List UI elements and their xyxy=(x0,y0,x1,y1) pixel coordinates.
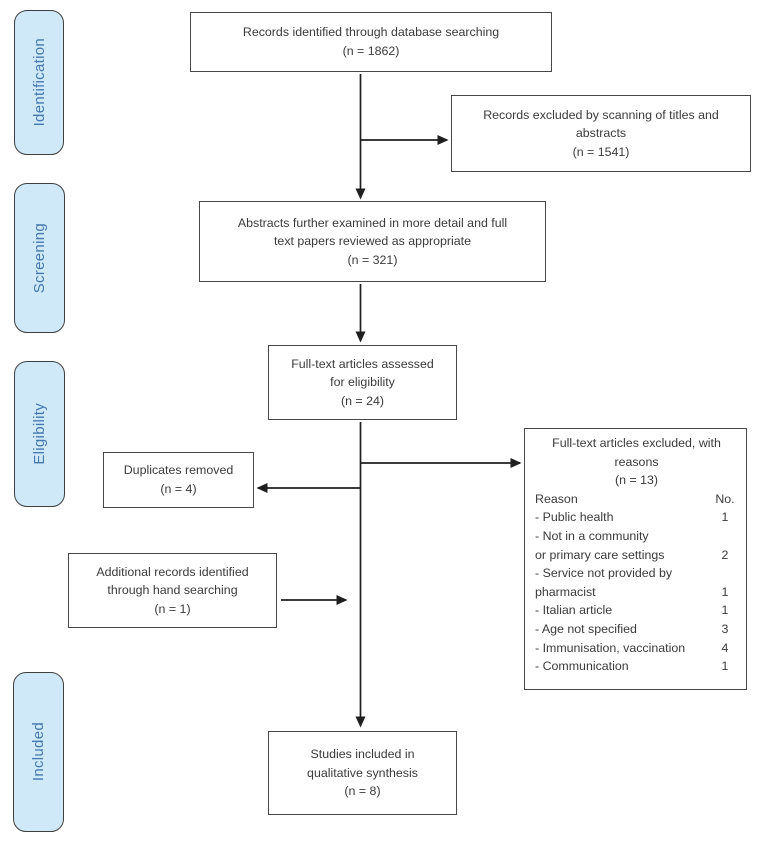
reason-header-value: No. xyxy=(715,491,735,506)
stage-identification-label: Identification xyxy=(30,38,48,127)
studies-included-text: Studies included in qualitative synthesi… xyxy=(307,747,418,780)
box-duplicates-removed: Duplicates removed (n = 4) xyxy=(103,452,254,508)
reason-value: 4 xyxy=(721,640,729,655)
abstracts-examined-text: Abstracts further examined in more detai… xyxy=(237,215,508,249)
stage-identification: Identification xyxy=(14,10,64,155)
reason-row: - Immunisation, vaccination 4 xyxy=(535,639,738,658)
reason-label: - Age not specified xyxy=(535,622,637,637)
box-additional-records: Additional records identified through ha… xyxy=(68,553,277,628)
reason-row: - Communication 1 xyxy=(535,657,738,676)
box-excluded-reasons: Full-text articles excluded, with reason… xyxy=(524,428,747,690)
reason-row: - Age not specified 3 xyxy=(535,620,738,639)
box-records-excluded: Records excluded by scanning of titles a… xyxy=(451,95,751,172)
fulltext-assessed-count: (n = 24) xyxy=(340,393,385,408)
stage-included: Included xyxy=(13,672,64,832)
reason-value: 2 xyxy=(721,547,729,562)
records-excluded-count: (n = 1541) xyxy=(572,144,630,159)
stage-screening: Screening xyxy=(14,183,65,333)
stage-eligibility-label: Eligibility xyxy=(31,403,48,465)
additional-records-text: Additional records identified through ha… xyxy=(96,564,249,598)
additional-records-count: (n = 1) xyxy=(154,601,191,616)
reason-row: - Service not provided by pharmacist 1 xyxy=(535,564,738,601)
reason-label: - Italian article xyxy=(535,603,613,618)
reason-value: 1 xyxy=(721,510,729,525)
reason-row: - Italian article 1 xyxy=(535,601,738,620)
reason-value: 1 xyxy=(721,603,729,618)
records-excluded-text: Records excluded by scanning of titles a… xyxy=(483,107,719,141)
stage-eligibility: Eligibility xyxy=(14,361,65,507)
box-studies-included: Studies included in qualitative synthesi… xyxy=(268,731,457,815)
reason-value: 1 xyxy=(721,584,729,599)
fulltext-assessed-text: Full-text articles assessed for eligibil… xyxy=(291,356,434,390)
records-identified-text: Records identified through database sear… xyxy=(242,25,500,40)
excluded-reasons-title: Full-text articles excluded, with reason… xyxy=(552,436,721,469)
duplicates-removed-text: Duplicates removed xyxy=(123,463,234,478)
stage-included-label: Included xyxy=(30,722,47,782)
stage-screening-label: Screening xyxy=(31,222,48,294)
reason-header-label: Reason xyxy=(535,491,578,506)
records-identified-count: (n = 1862) xyxy=(342,44,400,58)
reason-label: - Service not provided by pharmacist xyxy=(535,566,673,599)
box-fulltext-assessed: Full-text articles assessed for eligibil… xyxy=(268,345,457,420)
duplicates-removed-count: (n = 4) xyxy=(160,482,197,496)
studies-included-count: (n = 8) xyxy=(344,784,381,799)
box-abstracts-examined: Abstracts further examined in more detai… xyxy=(199,201,546,282)
reason-label: - Not in a community or primary care set… xyxy=(535,529,665,562)
reason-label: - Immunisation, vaccination xyxy=(535,640,686,655)
reason-value: 3 xyxy=(721,622,729,637)
excluded-reasons-count: (n = 13) xyxy=(614,473,659,488)
box-records-identified: Records identified through database sear… xyxy=(190,12,552,72)
abstracts-examined-count: (n = 321) xyxy=(347,252,398,267)
reason-label: - Communication xyxy=(535,659,629,674)
reason-row: - Public health 1 xyxy=(535,508,738,527)
reason-row: - Not in a community or primary care set… xyxy=(535,527,738,564)
reason-value: 1 xyxy=(721,659,729,674)
reason-table-header: Reason No. xyxy=(535,490,738,509)
reason-label: - Public health xyxy=(535,510,614,525)
